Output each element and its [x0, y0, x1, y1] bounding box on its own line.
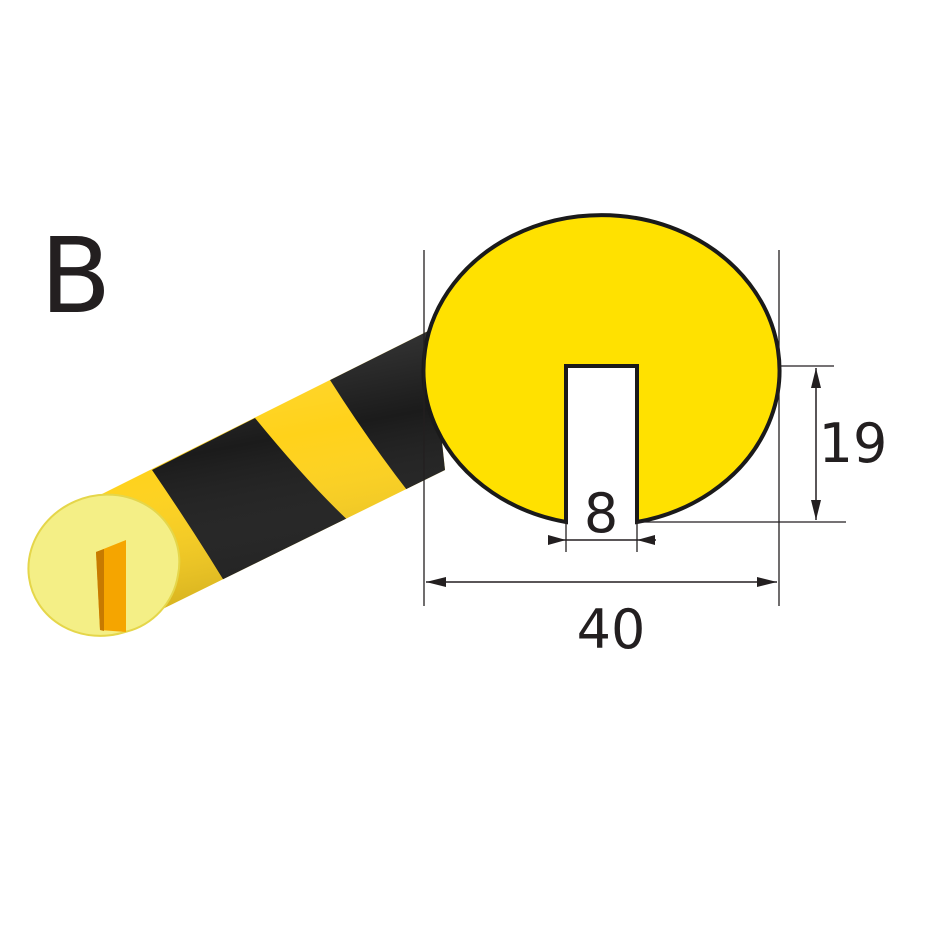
arrowhead — [637, 535, 655, 545]
profile-cross-section — [421, 213, 782, 525]
arrowhead — [811, 368, 821, 388]
profile-type-letter: B — [40, 215, 111, 337]
arrowhead — [757, 577, 777, 587]
tube-black-stripe — [168, 596, 222, 630]
arrowhead — [548, 535, 566, 545]
dimension-groove-width: 8 — [548, 482, 656, 545]
striped-tube-illustration — [27, 330, 445, 637]
dimension-groove-height: 19 — [811, 368, 887, 520]
arrowhead — [811, 500, 821, 520]
extension-lines — [423, 250, 846, 606]
arrowhead — [426, 577, 446, 587]
dimension-label-groove-width: 8 — [584, 482, 618, 545]
dimension-label-groove-height: 19 — [819, 412, 888, 475]
dimension-label-overall-width: 40 — [577, 598, 646, 661]
tube-slot-shadow — [96, 549, 104, 631]
dimension-overall-width: 40 — [426, 577, 777, 661]
